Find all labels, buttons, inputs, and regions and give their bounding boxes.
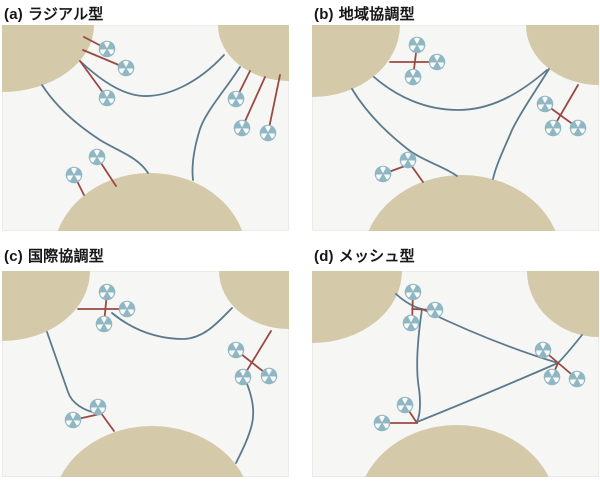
panel-b-caption: (b)地域協調型 — [314, 3, 415, 24]
wind-turbine-icon — [404, 283, 422, 301]
wind-turbine-icon — [64, 411, 82, 429]
landmass — [368, 175, 556, 231]
wind-turbine-icon — [65, 166, 83, 184]
panel-b-index: (b) — [314, 6, 334, 23]
landmass — [312, 25, 400, 97]
wind-turbine-icon — [402, 314, 420, 332]
wind-turbine-icon — [117, 59, 135, 77]
landmass — [2, 271, 90, 341]
transmission-cable — [373, 69, 548, 111]
transmission-cable — [191, 66, 241, 181]
landmass — [312, 271, 402, 343]
wind-turbine-icon — [404, 68, 422, 86]
farm-connection-line — [242, 330, 272, 378]
farm-connection-line — [267, 74, 281, 134]
wind-turbine-icon — [374, 165, 392, 183]
panel-d-caption: (d)メッシュ型 — [314, 245, 415, 266]
transmission-cable — [557, 334, 583, 364]
transmission-cable — [416, 308, 423, 423]
landmass — [527, 271, 599, 337]
wind-turbine-icon — [534, 341, 552, 359]
panel-d-index: (d) — [314, 248, 334, 265]
wind-turbine-icon — [428, 53, 446, 71]
panel-d-diagram-mesh — [312, 271, 599, 477]
transmission-cable — [46, 331, 98, 414]
wind-turbine-icon — [399, 151, 417, 169]
panel-c-caption: (c)国際協調型 — [4, 245, 104, 266]
transmission-cable — [111, 307, 233, 340]
wind-turbine-icon — [260, 367, 278, 385]
wind-turbine-icon — [95, 315, 113, 333]
wind-turbine-icon — [98, 40, 116, 58]
wind-turbine-icon — [408, 36, 426, 54]
panel-a-diagram-radial — [2, 25, 289, 231]
transmission-cable — [351, 88, 458, 177]
wind-turbine-icon — [373, 414, 391, 432]
transmission-cable — [41, 84, 149, 174]
farm-connection-line — [241, 76, 266, 129]
panel-a-title: ラジアル型 — [27, 6, 104, 23]
panel-d-title: メッシュ型 — [338, 248, 415, 265]
wind-turbine-icon — [118, 300, 136, 318]
landmass — [219, 271, 289, 329]
wind-turbine-icon — [98, 283, 116, 301]
panel-c-diagram-international — [2, 271, 289, 477]
landmass — [57, 173, 243, 231]
landmass — [218, 25, 289, 81]
transmission-cable — [79, 54, 225, 97]
panel-a-index: (a) — [4, 6, 23, 23]
wind-turbine-icon — [88, 148, 106, 166]
wind-turbine-icon — [233, 119, 251, 137]
panel-b-diagram-regional — [312, 25, 599, 231]
transmission-cable — [235, 378, 255, 464]
landmass — [365, 425, 549, 477]
wind-turbine-icon — [426, 301, 444, 319]
wind-turbine-icon — [568, 370, 586, 388]
wind-turbine-icon — [543, 368, 561, 386]
wind-turbine-icon — [544, 119, 562, 137]
landmass — [526, 25, 599, 85]
wind-turbine-icon — [569, 119, 587, 137]
panel-c-index: (c) — [4, 248, 23, 265]
wind-turbine-icon — [259, 124, 277, 142]
wind-turbine-icon — [227, 90, 245, 108]
wind-turbine-icon — [234, 368, 252, 386]
wind-turbine-icon — [536, 95, 554, 113]
wind-turbine-icon — [89, 398, 107, 416]
transmission-cable — [492, 68, 550, 180]
wind-turbine-icon — [396, 396, 414, 414]
wind-turbine-icon — [98, 89, 116, 107]
panel-c-title: 国際協調型 — [27, 248, 104, 265]
landmass — [60, 426, 244, 477]
panel-a-caption: (a)ラジアル型 — [4, 3, 104, 24]
wind-turbine-icon — [227, 341, 245, 359]
landmass — [2, 25, 94, 92]
transmission-cable — [395, 293, 423, 310]
transmission-cable — [416, 362, 559, 423]
panel-b-title: 地域協調型 — [338, 6, 415, 23]
